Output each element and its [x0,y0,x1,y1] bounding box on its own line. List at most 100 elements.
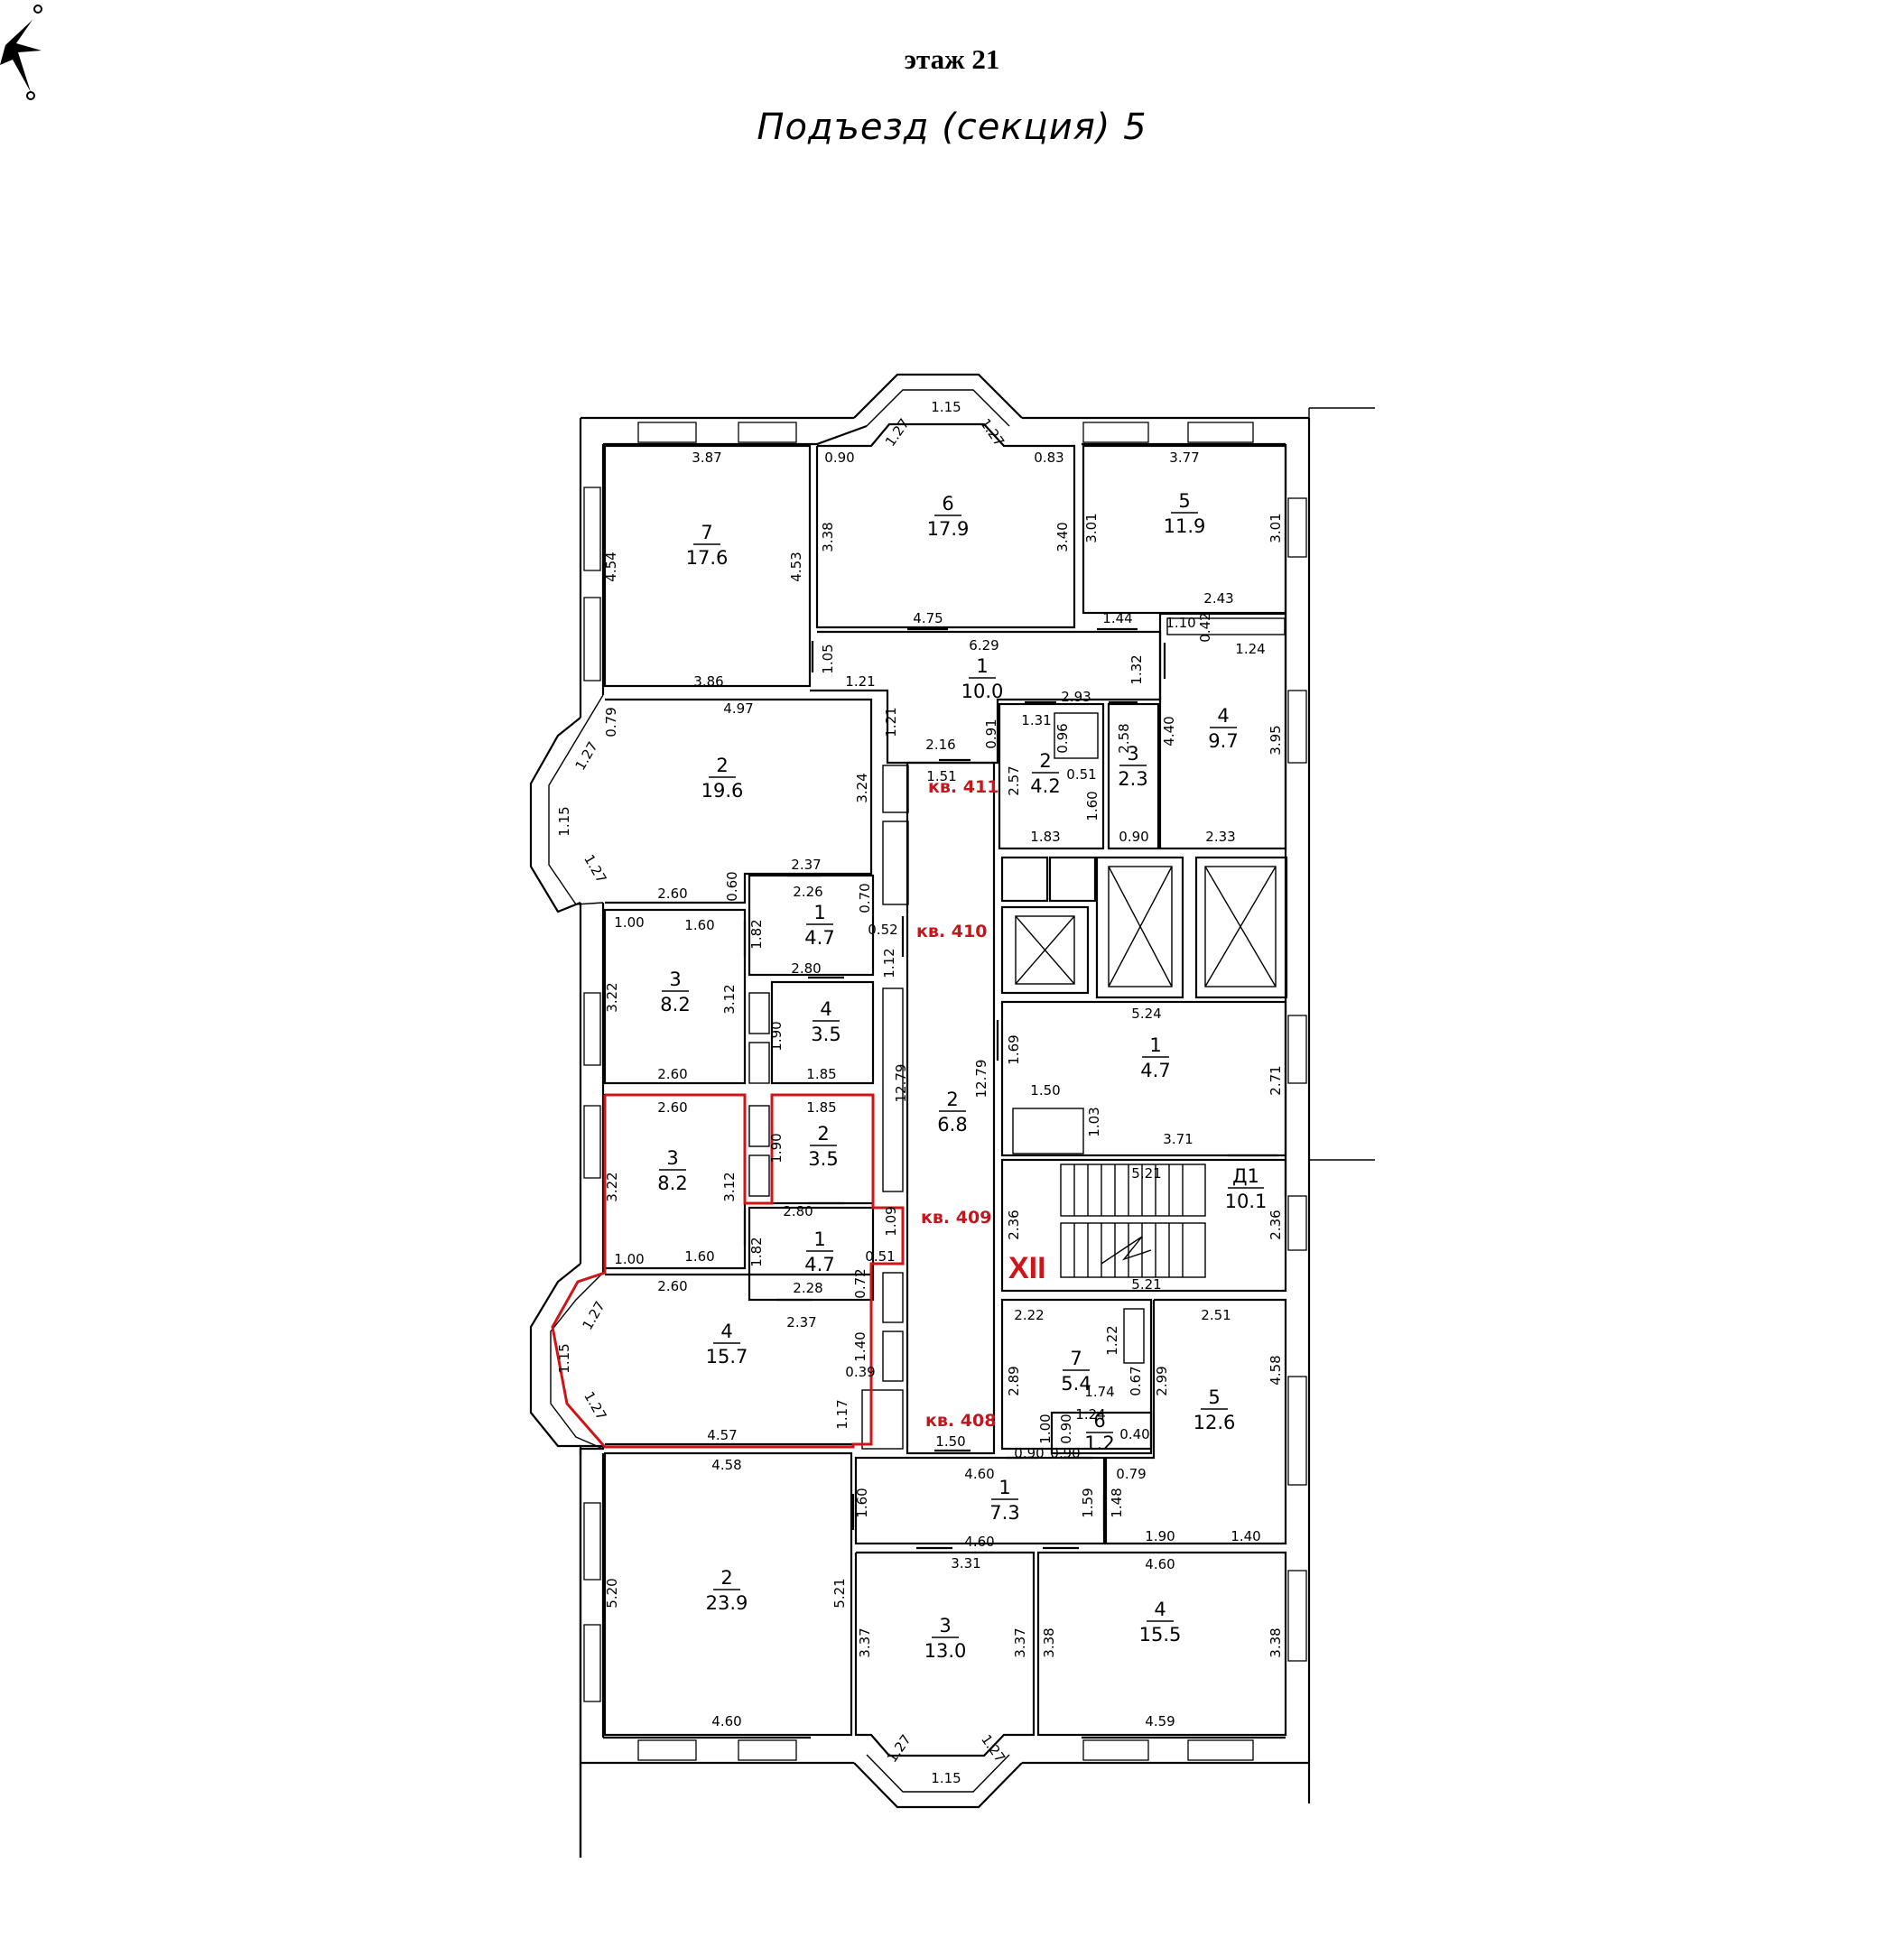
room-label: 512.6 [1193,1386,1236,1433]
svg-text:5.4: 5.4 [1061,1373,1091,1395]
svg-text:9.7: 9.7 [1208,730,1238,752]
dimension-label: 1.83 [1030,829,1060,845]
dimension-label: 0.90 [824,450,854,466]
dimension-label: 3.37 [857,1627,873,1657]
dimension-label: 4.59 [1145,1713,1175,1729]
svg-text:7: 7 [1070,1348,1082,1369]
dimension-label: 5.21 [831,1578,848,1608]
dimension-label: 6.29 [969,637,998,654]
room-label: 43.5 [811,998,841,1045]
dimension-label: 0.79 [1116,1466,1146,1482]
dimension-label: 2.89 [1006,1366,1022,1395]
room-label: 32.3 [1118,743,1147,790]
dimension-label: 1.15 [931,1770,961,1786]
dimension-label: 0.52 [868,922,897,938]
apartment-label: кв. 408 [925,1411,996,1431]
dimension-label: 0.40 [1119,1426,1149,1442]
svg-text:2.3: 2.3 [1118,768,1147,790]
dimension-label: 3.71 [1163,1131,1193,1147]
apartment-label: кв. 411 [928,777,998,797]
room-label: 17.3 [989,1477,1019,1524]
dimension-label: 1.27 [580,1299,608,1333]
dimension-label: 2.37 [786,1314,816,1330]
dimension-label: 0.42 [1197,612,1213,642]
dimension-label: 3.38 [820,522,836,552]
windows [583,422,1307,1761]
dimension-label: 0.39 [845,1364,875,1380]
dimension-label: 1.15 [556,806,572,836]
dimension-label: 2.60 [657,885,687,902]
svg-text:2: 2 [720,1567,732,1589]
svg-text:17.9: 17.9 [927,518,970,540]
room-label: 110.0 [961,655,1004,702]
svg-text:6: 6 [942,493,953,515]
dimension-label: 1.60 [684,1248,714,1265]
svg-text:4: 4 [720,1321,732,1342]
room-label: 24.2 [1030,750,1060,797]
dimension-label: 2.57 [1006,765,1022,795]
dimension-label: 1.00 [614,914,644,931]
room-label: 23.5 [808,1123,838,1170]
dimension-label: 0.90 [1058,1414,1074,1443]
svg-text:1.2: 1.2 [1084,1432,1114,1454]
dimension-label: 1.24 [1235,641,1265,657]
dimension-label: 3.12 [721,984,738,1014]
dimension-label: 1.27 [884,1731,915,1766]
dimension-label: 4.75 [913,610,943,626]
svg-text:4.7: 4.7 [1140,1060,1170,1081]
dimension-label: 0.96 [1054,723,1071,753]
dimension-label: 4.97 [723,700,753,717]
room-label: 415.7 [706,1321,748,1368]
dimension-label: 3.77 [1169,450,1199,466]
section-title: Подъезд (секция) 5 [757,107,1147,148]
dimension-label: 4.58 [1268,1355,1284,1385]
dimension-label: 2.99 [1154,1366,1170,1395]
dimension-label: 2.16 [925,737,955,753]
compass-rose-icon [0,5,42,100]
dimension-label: 0.79 [603,707,619,737]
dimension-label: 1.27 [882,415,913,450]
svg-text:4: 4 [1154,1599,1166,1620]
dimension-label: 1.74 [1084,1384,1114,1400]
dimension-label: 1.24 [1075,1406,1105,1423]
svg-text:3: 3 [666,1147,678,1169]
svg-text:2: 2 [946,1089,958,1110]
dimension-label: 3.87 [692,450,721,466]
dimension-label: 0.51 [865,1248,895,1265]
room-label: 26.8 [937,1089,967,1136]
room-label: 511.9 [1164,490,1206,537]
svg-text:6: 6 [1093,1410,1105,1432]
dimension-label: 1.85 [806,1099,836,1116]
dimension-label: 12.79 [973,1060,989,1099]
room-label: 38.2 [660,969,690,1015]
apartment-408-outline [551,1093,905,1449]
dimension-label: 12.79 [893,1064,909,1103]
svg-text:3: 3 [669,969,681,990]
svg-text:3.5: 3.5 [811,1024,841,1045]
dimension-label: 0.90 [1119,829,1148,845]
dimension-label: 4.57 [707,1427,737,1443]
dimension-label: 3.38 [1268,1627,1284,1657]
dimension-label: 1.00 [1037,1414,1054,1443]
svg-text:4.7: 4.7 [804,1254,834,1275]
dimension-label: 5.21 [1131,1276,1161,1293]
svg-text:12.6: 12.6 [1193,1412,1236,1433]
room-label: 61.2 [1084,1410,1114,1454]
dimension-label: 5.24 [1131,1006,1161,1022]
dimension-label: 1.21 [883,707,899,737]
dimension-label: 5.20 [604,1578,620,1608]
apartment-label: кв. 410 [916,922,987,941]
dimension-label: 1.31 [1021,712,1051,728]
dimension-label: 2.33 [1205,829,1235,845]
dimension-label: 1.82 [748,919,765,949]
dimension-label: 2.60 [657,1066,687,1082]
dimension-label: 2.80 [783,1203,813,1219]
dimension-label: 2.58 [1116,723,1132,753]
dimension-label: 3.01 [1083,513,1100,542]
dimension-label: 2.28 [793,1280,822,1296]
dimension-label: 1.50 [1030,1082,1060,1099]
dimension-label: 1.60 [1084,791,1101,821]
dimension-label: 2.60 [657,1099,687,1116]
svg-text:5: 5 [1178,490,1190,512]
svg-text:15.7: 15.7 [706,1346,748,1368]
